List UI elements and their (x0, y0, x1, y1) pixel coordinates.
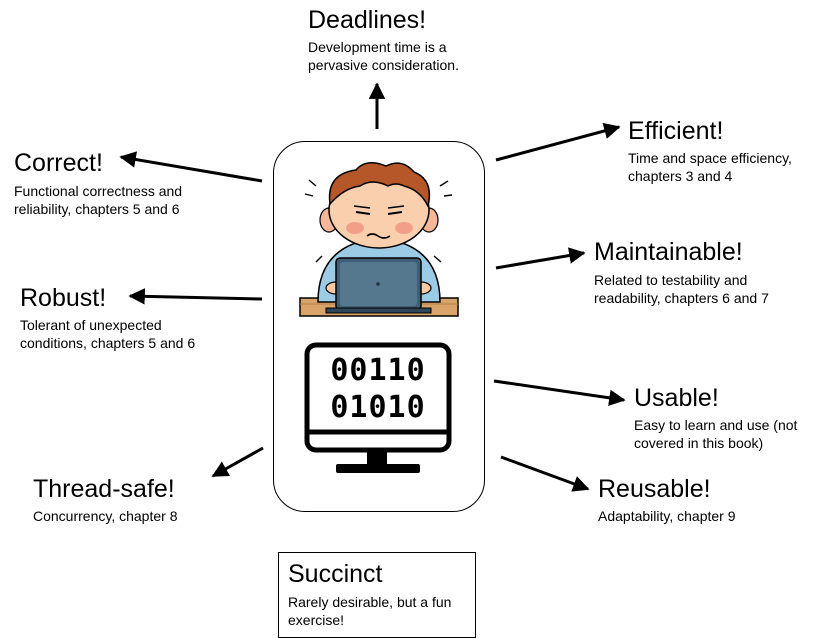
arrow-reusable (500, 455, 590, 492)
stressed-developer-icon (299, 162, 459, 317)
robust-title: Robust! (20, 284, 107, 312)
arrows (119, 82, 626, 492)
succinct-desc: Rarely desirable, but a fun exercise! (288, 594, 452, 628)
arrow-usable (493, 379, 626, 407)
monitor-binary-row-2: 01010 (330, 390, 426, 425)
maintainable-desc: Related to testability and readability, … (594, 272, 769, 306)
arrow-threadsafe (211, 446, 264, 478)
reusable-title: Reusable! (598, 475, 711, 503)
reusable-desc: Adaptability, chapter 9 (598, 508, 736, 524)
efficient-title: Efficient! (628, 117, 724, 145)
monitor-binary-row-1: 00110 (330, 353, 426, 388)
threadsafe-title: Thread-safe! (33, 475, 175, 503)
robust-desc: Tolerant of unexpected conditions, chapt… (20, 317, 196, 351)
correct-desc: Functional correctness and reliability, … (14, 183, 183, 217)
succinct-title: Succinct (288, 560, 383, 588)
usable-desc: Easy to learn and use (not covered in th… (634, 417, 798, 451)
deadlines-title: Deadlines! (308, 6, 427, 34)
deadlines-desc: Development time is a pervasive consider… (308, 39, 459, 73)
correct-title: Correct! (14, 149, 103, 177)
binary-monitor-icon (304, 342, 452, 473)
maintainable-title: Maintainable! (594, 238, 743, 266)
efficient-desc: Time and space efficiency, chapters 3 an… (628, 150, 792, 184)
arrow-efficient (495, 122, 621, 162)
usable-title: Usable! (634, 384, 719, 412)
arrow-correct (119, 151, 263, 183)
arrow-robust (128, 288, 263, 305)
threadsafe-desc: Concurrency, chapter 8 (33, 508, 178, 524)
arrow-maintainable (495, 247, 586, 270)
